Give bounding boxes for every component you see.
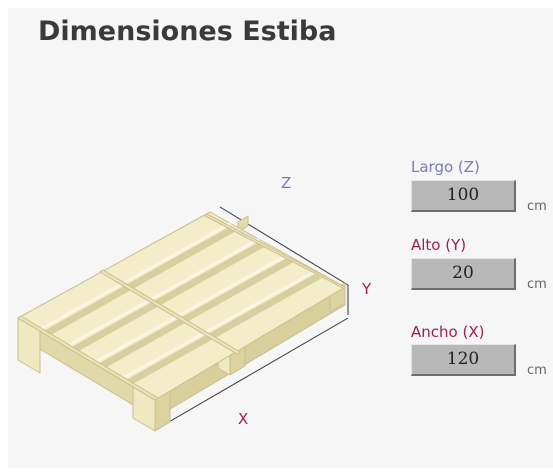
largo-unit: cm [527,199,547,214]
largo-label: Largo (Z) [411,158,480,176]
alto-unit: cm [527,277,547,292]
ancho-unit: cm [527,363,547,378]
axis-y-label: Y [362,280,372,298]
largo-input[interactable]: 100 [411,180,516,212]
alto-label: Alto (Y) [411,236,467,254]
alto-input[interactable]: 20 [411,258,516,290]
pallet-dimensions-panel [8,8,553,468]
axis-z-label: Z [281,174,292,192]
ancho-label: Ancho (X) [411,323,485,341]
ancho-input[interactable]: 120 [411,344,516,376]
x-dimension-line [154,317,349,431]
axis-x-label: X [238,410,249,428]
page-title: Dimensiones Estiba [38,16,337,47]
